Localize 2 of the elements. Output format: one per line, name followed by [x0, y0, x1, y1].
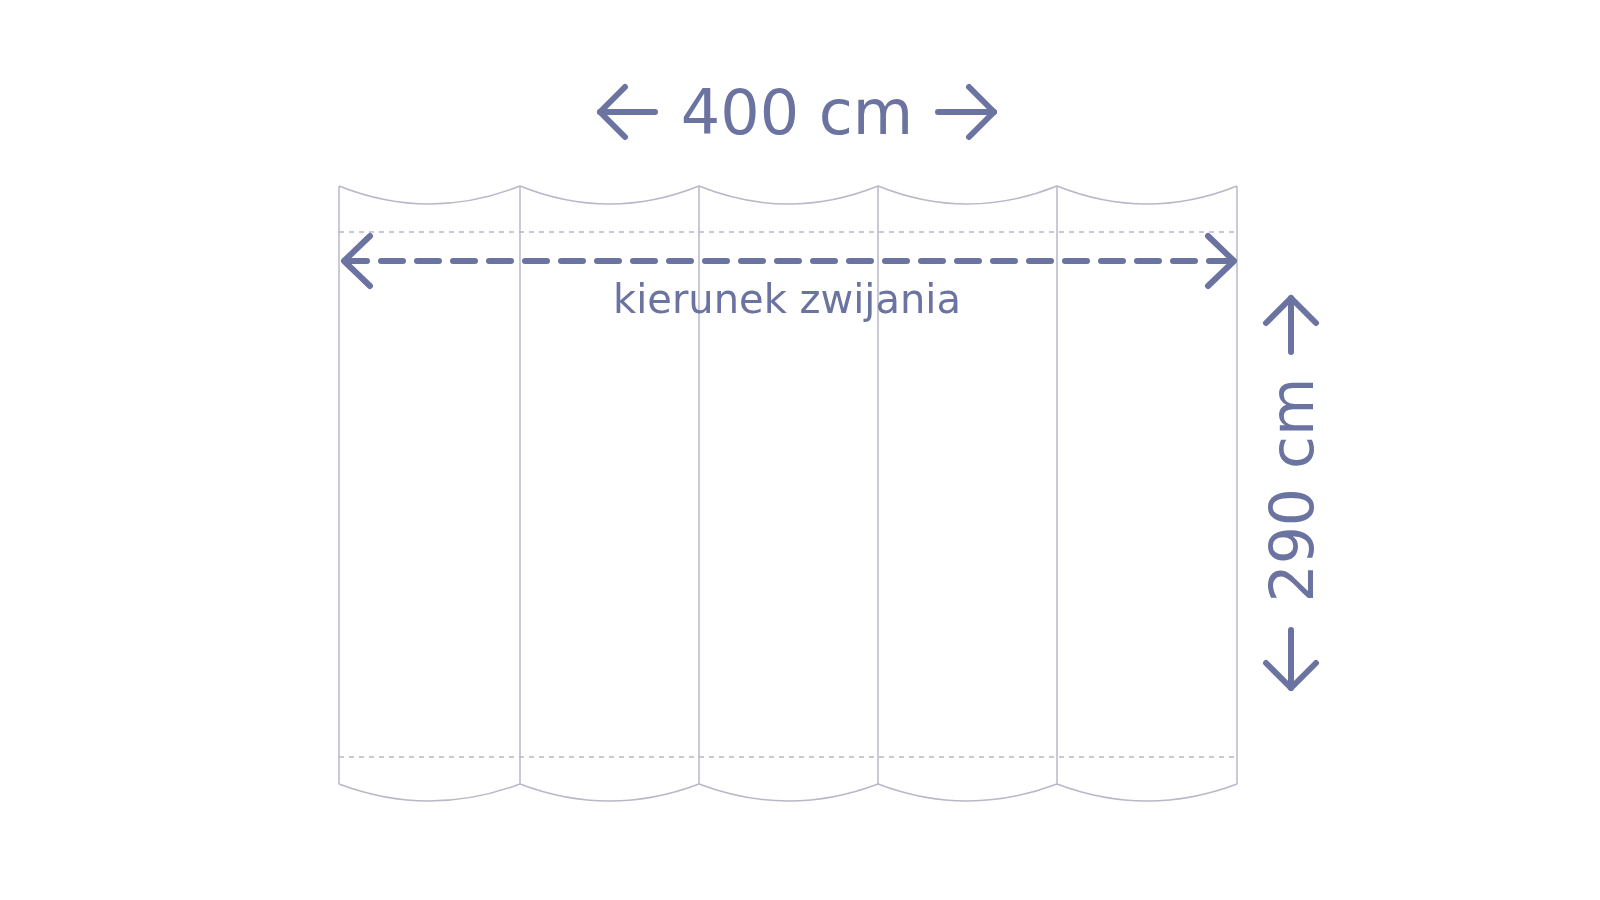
- dimension-label: 400 cm: [680, 82, 914, 144]
- dimension-label: 290 cm: [1262, 377, 1322, 603]
